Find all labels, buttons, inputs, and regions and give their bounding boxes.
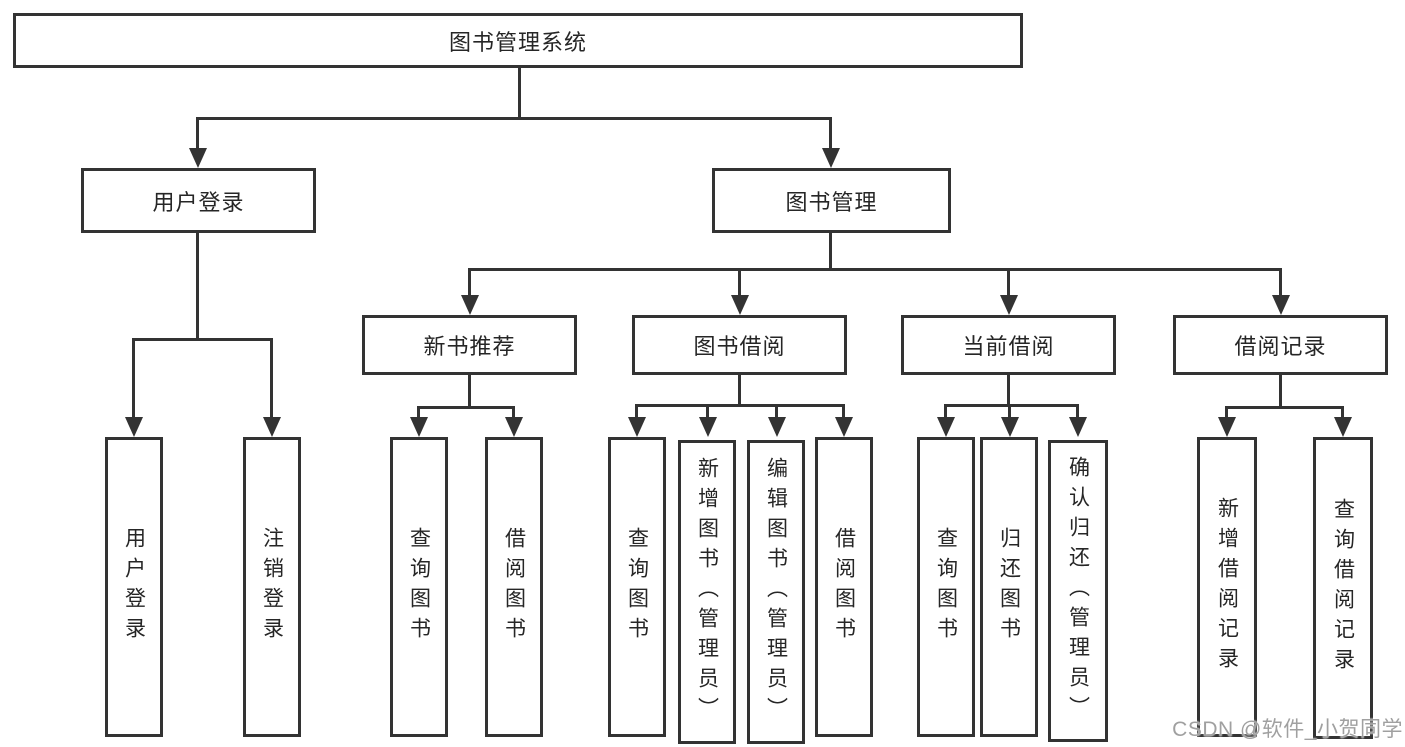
arrow-down-icon bbox=[1218, 417, 1236, 437]
connector-drop bbox=[944, 406, 947, 419]
connector-drop bbox=[512, 408, 515, 419]
leaf-edit-books-admin: 编辑图书（管理员） bbox=[747, 440, 805, 744]
connector-drop bbox=[1007, 270, 1010, 297]
node-book-mgmt: 图书管理 bbox=[712, 168, 951, 233]
connector-drop bbox=[1225, 408, 1228, 419]
connector-drop bbox=[468, 270, 471, 297]
leaf-label: 新增借阅记录 bbox=[1215, 497, 1239, 677]
connector-borrow-records-junction bbox=[1225, 406, 1344, 409]
node-book-borrow-label: 图书借阅 bbox=[693, 334, 786, 359]
arrow-down-icon bbox=[1000, 295, 1018, 315]
connector-new-book-stem bbox=[468, 374, 471, 408]
node-book-borrow: 图书借阅 bbox=[632, 315, 847, 375]
arrow-down-icon bbox=[461, 295, 479, 315]
connector-user-login-junction bbox=[132, 338, 273, 341]
connector-current-borrow-stem bbox=[1007, 374, 1010, 406]
node-borrow-records-label: 借阅记录 bbox=[1234, 334, 1327, 359]
leaf-query-borrow-record: 查询借阅记录 bbox=[1313, 437, 1373, 739]
leaf-return-books: 归还图书 bbox=[980, 437, 1038, 737]
leaf-add-books-admin: 新增图书（管理员） bbox=[678, 440, 736, 744]
connector-drop bbox=[1341, 408, 1344, 419]
arrow-down-icon bbox=[263, 417, 281, 437]
leaf-label: 查询图书 bbox=[407, 527, 431, 647]
leaf-label: 注销登录 bbox=[260, 527, 284, 647]
connector-drop bbox=[738, 270, 741, 297]
leaf-label: 借阅图书 bbox=[502, 527, 526, 647]
connector-drop bbox=[842, 406, 845, 419]
leaf-label: 编辑图书（管理员） bbox=[764, 457, 788, 727]
connector-drop bbox=[1008, 406, 1011, 419]
arrow-down-icon bbox=[699, 417, 717, 437]
arrow-down-icon bbox=[1334, 417, 1352, 437]
node-book-mgmt-label: 图书管理 bbox=[785, 189, 878, 215]
leaf-label: 归还图书 bbox=[997, 527, 1021, 647]
arrow-down-icon bbox=[937, 417, 955, 437]
node-new-book-label: 新书推荐 bbox=[423, 334, 516, 359]
connector-drop bbox=[417, 408, 420, 419]
leaf-user-login: 用户登录 bbox=[105, 437, 163, 737]
leaf-label: 确认归还（管理员） bbox=[1066, 456, 1090, 726]
connector-drop bbox=[635, 406, 638, 419]
connector-book-borrow-junction bbox=[635, 404, 845, 407]
arrow-down-icon bbox=[1272, 295, 1290, 315]
arrow-down-icon bbox=[835, 417, 853, 437]
node-root: 图书管理系统 bbox=[13, 13, 1023, 68]
arrow-down-icon bbox=[822, 148, 840, 168]
leaf-borrow-books: 借阅图书 bbox=[815, 437, 873, 737]
leaf-confirm-return-admin: 确认归还（管理员） bbox=[1048, 440, 1108, 742]
connector-user-login-drop bbox=[196, 119, 199, 150]
watermark: CSDN @软件_小贺同学 bbox=[1172, 718, 1403, 741]
leaf-logout: 注销登录 bbox=[243, 437, 301, 737]
leaf-label: 查询图书 bbox=[625, 527, 649, 647]
leaf-query-books: 查询图书 bbox=[917, 437, 975, 737]
arrow-down-icon bbox=[768, 417, 786, 437]
connector-book-mgmt-stem bbox=[829, 232, 832, 270]
node-user-login-label: 用户登录 bbox=[152, 189, 245, 215]
connector-user-login-stem bbox=[196, 232, 199, 339]
connector-book-mgmt-drop bbox=[829, 119, 832, 150]
leaf-label: 查询图书 bbox=[934, 527, 958, 647]
connector-drop bbox=[706, 406, 709, 419]
arrow-down-icon bbox=[125, 417, 143, 437]
arrow-down-icon bbox=[731, 295, 749, 315]
arrow-down-icon bbox=[1001, 417, 1019, 437]
connector-level3-junction bbox=[468, 268, 1282, 271]
leaf-borrow-books: 借阅图书 bbox=[485, 437, 543, 737]
connector-new-book-junction bbox=[417, 406, 515, 409]
node-root-label: 图书管理系统 bbox=[448, 29, 587, 55]
node-current-borrow: 当前借阅 bbox=[901, 315, 1116, 375]
connector-drop bbox=[775, 406, 778, 419]
node-borrow-records: 借阅记录 bbox=[1173, 315, 1388, 375]
connector-borrow-records-stem bbox=[1279, 374, 1282, 408]
connector-level2-junction bbox=[196, 117, 832, 120]
connector-drop bbox=[1076, 406, 1079, 419]
arrow-down-icon bbox=[505, 417, 523, 437]
leaf-label: 新增图书（管理员） bbox=[695, 457, 719, 727]
connector-drop bbox=[1279, 270, 1282, 297]
leaf-query-books: 查询图书 bbox=[608, 437, 666, 737]
leaf-label: 查询借阅记录 bbox=[1331, 498, 1355, 678]
leaf-add-borrow-record: 新增借阅记录 bbox=[1197, 437, 1257, 737]
leaf-query-books: 查询图书 bbox=[390, 437, 448, 737]
leaf-label: 用户登录 bbox=[122, 527, 146, 647]
arrow-down-icon bbox=[628, 417, 646, 437]
connector-book-borrow-stem bbox=[738, 374, 741, 406]
connector-current-borrow-junction bbox=[944, 404, 1079, 407]
connector-drop bbox=[270, 340, 273, 419]
arrow-down-icon bbox=[1069, 417, 1087, 437]
arrow-down-icon bbox=[189, 148, 207, 168]
arrow-down-icon bbox=[410, 417, 428, 437]
node-new-book: 新书推荐 bbox=[362, 315, 577, 375]
connector-root-stem bbox=[518, 66, 521, 119]
leaf-label: 借阅图书 bbox=[832, 527, 856, 647]
node-user-login: 用户登录 bbox=[81, 168, 316, 233]
connector-drop bbox=[132, 340, 135, 419]
node-current-borrow-label: 当前借阅 bbox=[962, 334, 1055, 359]
